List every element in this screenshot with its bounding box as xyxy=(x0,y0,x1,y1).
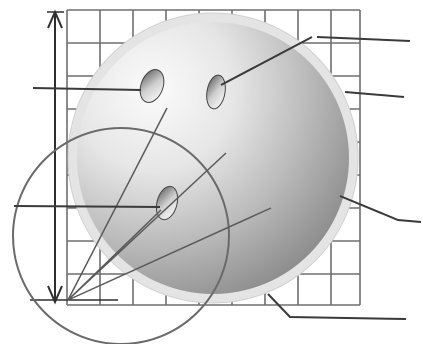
leader-thumb-hole xyxy=(14,206,160,207)
leader-ball-surface xyxy=(345,92,404,97)
leader-bottom xyxy=(268,294,406,319)
